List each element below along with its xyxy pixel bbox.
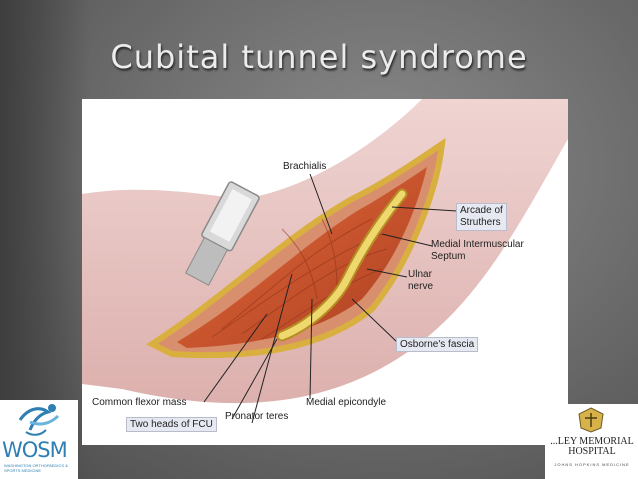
slide-edge-shade: [0, 0, 90, 479]
wosm-logo-subtitle: WASHINGTON ORTHOPAEDICS & SPORTS MEDICIN…: [4, 463, 68, 473]
label-medial-intermuscular-septum: Medial Intermuscular Septum: [431, 239, 524, 262]
anatomy-figure: Brachialis Arcade of Struthers Medial In…: [82, 99, 568, 445]
wosm-logo: WOSM WASHINGTON ORTHOPAEDICS & SPORTS ME…: [0, 400, 78, 479]
slide-title: Cubital tunnel syndrome: [110, 38, 528, 76]
hospital-logo-name: ...LEY MEMORIAL HOSPITAL: [550, 436, 634, 457]
label-common-flexor-mass: Common flexor mass: [92, 397, 187, 408]
label-two-heads-fcu: Two heads of FCU: [126, 417, 217, 432]
label-ulnar-nerve: Ulnar nerve: [408, 269, 434, 292]
retractor: [184, 181, 260, 286]
label-medial-epicondyle: Medial epicondyle: [306, 397, 387, 408]
leader-lines: [203, 173, 458, 424]
wosm-logo-text: WOSM: [2, 438, 68, 462]
elbow-illustration: [82, 99, 568, 424]
muscle-bed: [177, 167, 427, 348]
incision: [145, 137, 446, 359]
label-pronator-teres: Pronator teres: [225, 411, 289, 422]
label-arcade-of-struthers: Arcade of Struthers: [456, 203, 507, 231]
label-osbornes-fascia: Osborne's fascia: [396, 337, 479, 352]
label-brachialis: Brachialis: [283, 161, 327, 172]
runner-logo-icon: [18, 404, 60, 436]
hospital-logo-subtitle: JOHNS HOPKINS MEDICINE: [554, 462, 630, 467]
hospital-crest-icon: [578, 407, 604, 433]
hospital-logo: ...LEY MEMORIAL HOSPITAL JOHNS HOPKINS M…: [545, 404, 638, 479]
